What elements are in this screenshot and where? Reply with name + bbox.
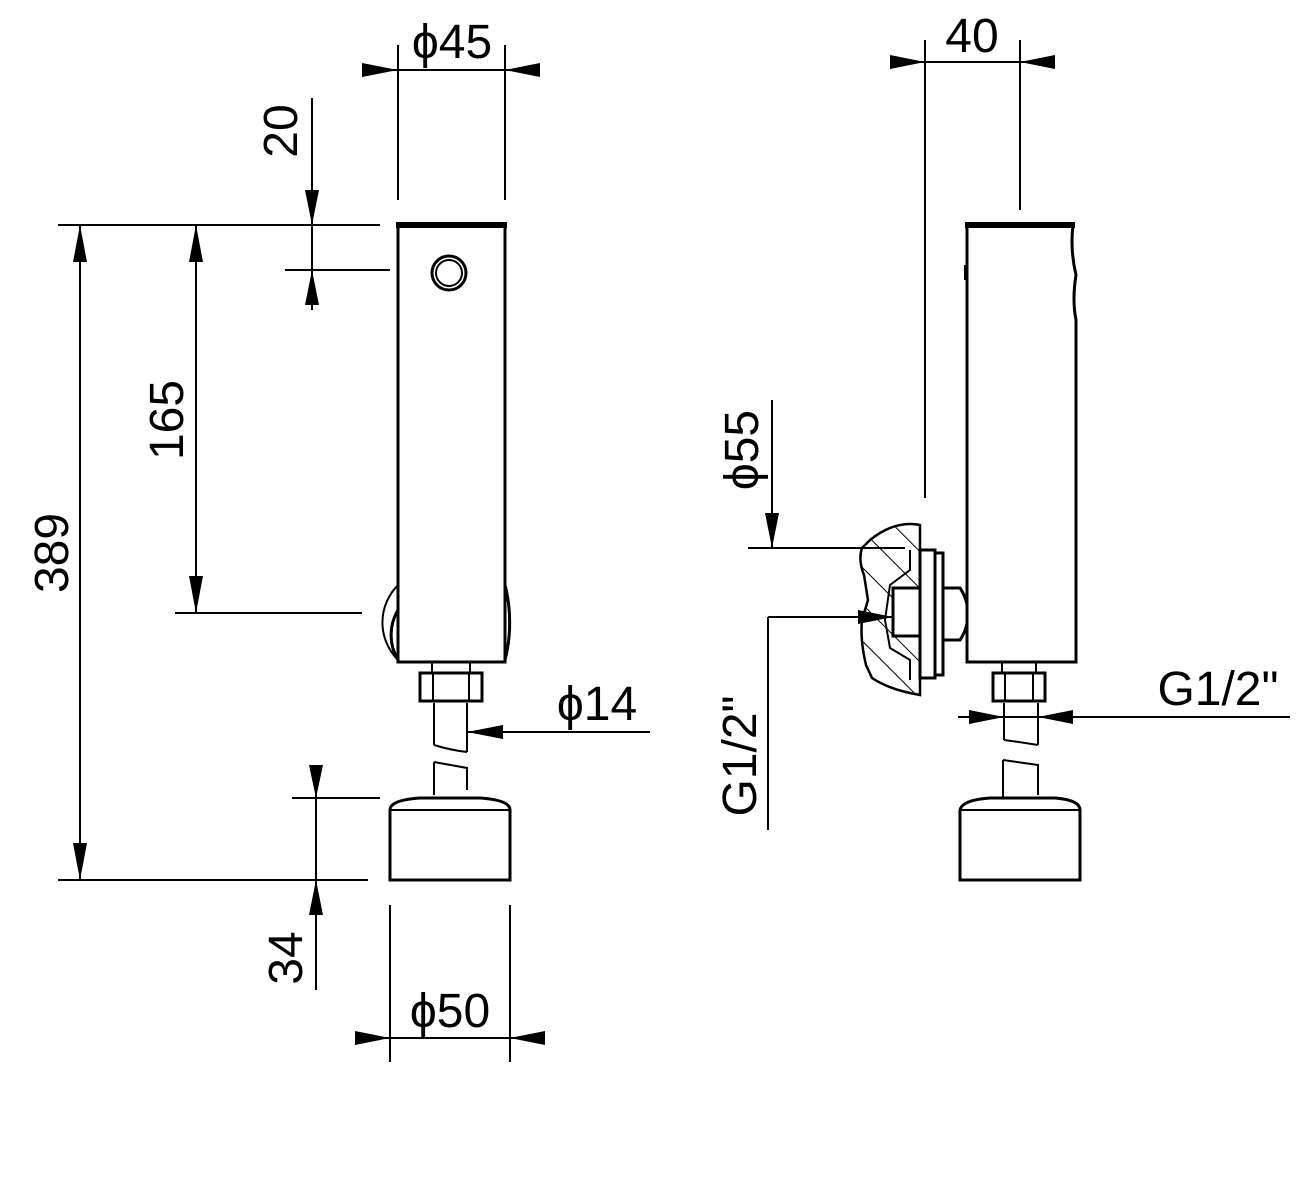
dimension-dia-base: ϕ50 [355,905,545,1062]
dimension-depth: 40 [890,10,1055,498]
dimension-total-height: 389 [26,224,380,881]
dimension-dia-rosette: ϕ55 [716,400,905,549]
dim-dia-rosette-label: ϕ55 [716,410,769,490]
spout-body-side [964,222,1078,664]
dimension-top-offset: 20 [255,98,390,310]
dimension-upper-height: 165 [141,225,362,614]
dim-upper-height-label: 165 [141,380,194,460]
dim-dia-base-label: ϕ50 [410,985,490,1038]
wall-section [859,522,923,697]
dimension-thread-outlet: G1/2" [958,663,1290,724]
dim-top-offset-label: 20 [255,104,308,157]
rosette [918,548,970,680]
connection-nut-front [418,663,484,795]
dimension-base-height: 34 [260,765,380,990]
dim-thread-inlet-label: G1/2" [714,695,767,816]
spout-body-front [381,222,512,664]
base-front [388,796,512,882]
sensor-window [430,254,468,292]
dimension-dia-pipe: ϕ14 [467,678,650,739]
side-view: 40 ϕ55 G1/2" G1/2" [714,10,1290,882]
dim-depth-label: 40 [945,10,998,63]
dim-thread-outlet-label: G1/2" [1157,663,1278,716]
dim-total-height-label: 389 [26,513,79,593]
front-view: ϕ45 20 389 165 [26,16,650,1062]
base-side [958,796,1082,882]
dimension-dia-top: ϕ45 [362,16,540,200]
dim-dia-pipe-label: ϕ14 [557,678,637,731]
connection-nut-side [991,663,1047,798]
dim-dia-top-label: ϕ45 [412,16,492,69]
dimension-thread-inlet: G1/2" [714,610,893,830]
dim-base-height-label: 34 [260,931,313,984]
